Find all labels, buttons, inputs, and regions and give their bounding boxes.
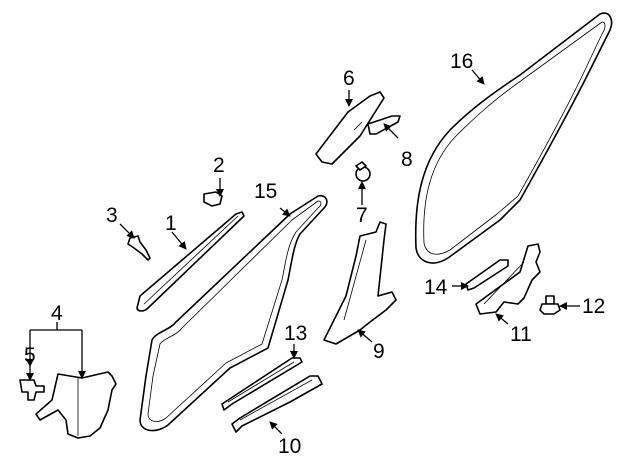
part-16-rear-door-weatherstrip[interactable]: [414, 12, 613, 264]
part-6-upper-pillar-trim[interactable]: [315, 91, 385, 165]
part-13-sill-strip[interactable]: [221, 357, 303, 411]
part-5-clip[interactable]: [19, 379, 45, 401]
part-8-clip[interactable]: [367, 115, 401, 135]
callout-8: 8: [401, 148, 413, 171]
callout-1: 1: [165, 212, 177, 235]
part-4-kick-panel[interactable]: [35, 371, 117, 439]
leader-lines: [26, 69, 580, 435]
part-3-fastener[interactable]: [127, 235, 151, 261]
callout-10: 10: [278, 435, 301, 458]
callout-15: 15: [254, 180, 277, 203]
callout-6: 6: [343, 67, 355, 90]
callout-16: 16: [450, 50, 473, 73]
part-2-clip[interactable]: [203, 191, 223, 207]
part-10-sill-plate[interactable]: [231, 375, 323, 433]
part-7-screw[interactable]: [355, 161, 371, 182]
part-11-rear-sill-trim[interactable]: [475, 243, 541, 315]
part-1-pillar-trim[interactable]: [136, 211, 245, 312]
part-9-center-pillar-trim[interactable]: [323, 221, 397, 345]
part-15-front-door-weatherstrip[interactable]: [139, 194, 328, 432]
callout-2: 2: [213, 154, 225, 177]
callout-14: 14: [424, 276, 448, 299]
callout-9: 9: [373, 340, 385, 363]
callout-4: 4: [51, 302, 63, 325]
callout-3: 3: [106, 204, 118, 227]
callout-13: 13: [284, 322, 307, 345]
callout-7: 7: [356, 204, 368, 227]
part-12-bolt[interactable]: [539, 295, 561, 315]
callout-12: 12: [582, 295, 605, 318]
callout-11: 11: [510, 323, 532, 346]
callout-5: 5: [24, 344, 36, 367]
callout-labels: 1 2 3 4 5 6 7 8 9 10 11 12 13 14 15 16: [24, 50, 605, 458]
